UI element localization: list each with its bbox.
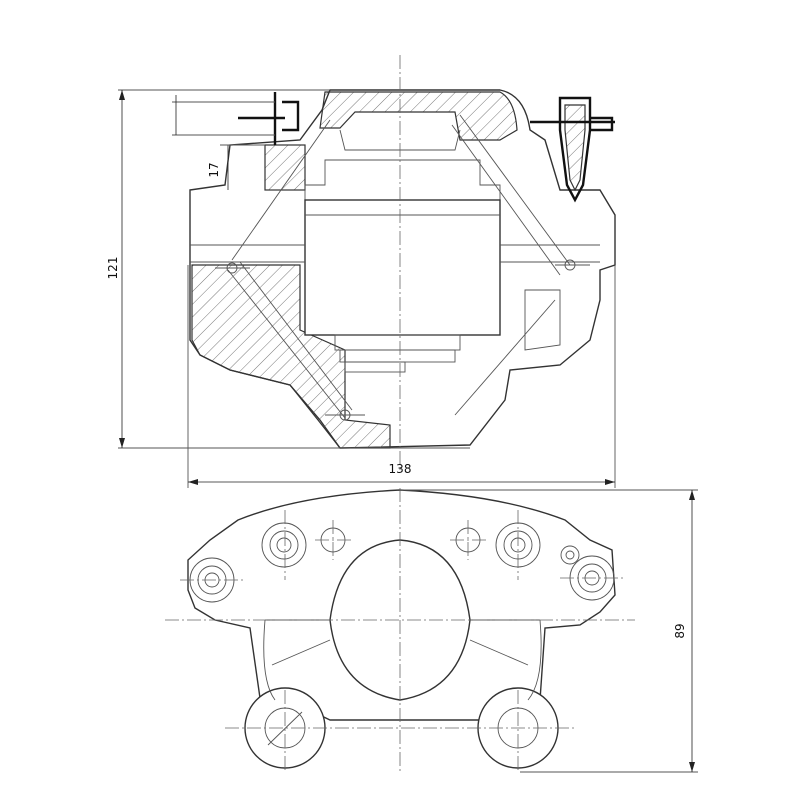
dimension-label-138: 138: [389, 462, 412, 476]
dimension-label-121: 121: [106, 257, 120, 280]
fluid-passage-upper-right: [459, 114, 571, 266]
dimension-fitting-offset: 17: [175, 95, 265, 190]
fluid-passage-left-2: [239, 261, 353, 411]
crosshair-marks: [215, 259, 590, 421]
dimension-overall-height: 121: [106, 90, 125, 448]
seal-ring-lower-3: [344, 361, 406, 373]
bleeder-screw-right: [530, 96, 615, 203]
fluid-passage-left: [227, 269, 346, 419]
fitting-block-hatch: [264, 144, 306, 191]
dimension-label-17: 17: [207, 162, 221, 177]
bottom-view: 89: [165, 488, 698, 773]
left-pad-contour: [190, 244, 305, 263]
top-section-hatch: [319, 91, 518, 141]
dimension-label-89: 89: [673, 623, 687, 638]
bleeder-fitting-left: [172, 92, 300, 145]
fluid-passage-upper-right-2: [451, 124, 561, 276]
section-view: 121 17 138: [106, 55, 616, 488]
fluid-passage-lower-right: [454, 299, 556, 416]
dimension-bottom-height: 89: [400, 489, 698, 773]
dimension-overall-width: 138: [187, 265, 616, 488]
mount-hole-left-mark: [267, 711, 303, 746]
fluid-passage-upper-left: [231, 119, 331, 261]
piston-block: [304, 199, 501, 336]
bottom-view-centerlines: [165, 488, 635, 772]
right-pad-contour: [500, 244, 600, 351]
